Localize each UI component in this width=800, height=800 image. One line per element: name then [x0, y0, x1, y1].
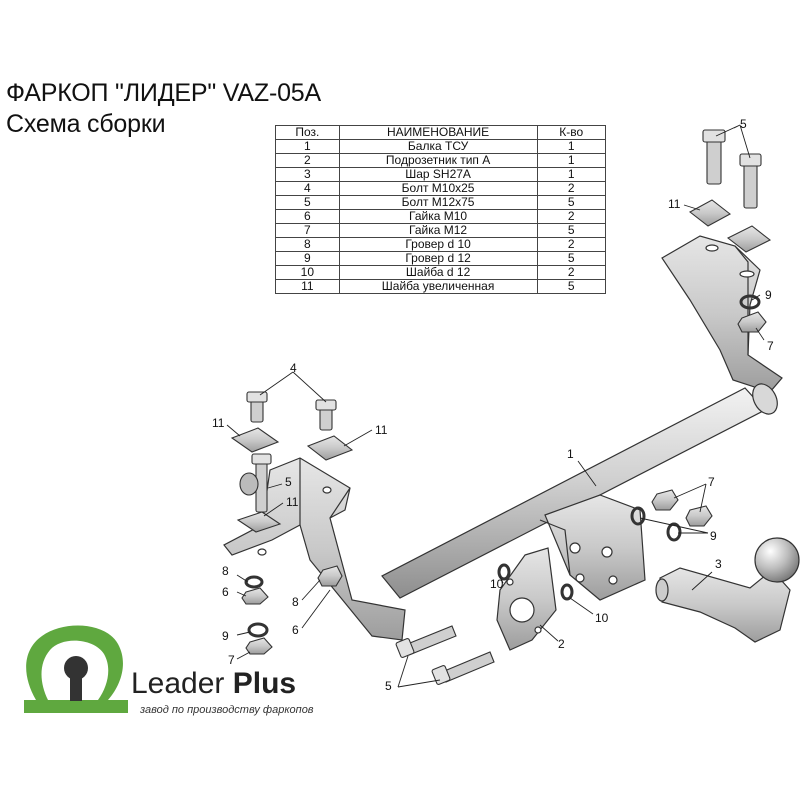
- callout-label: 9: [222, 629, 229, 643]
- callout-label: 6: [222, 585, 229, 599]
- leader-lines: [226, 124, 765, 688]
- leader-plus-logo-icon: [24, 625, 128, 713]
- callout-label: 9: [765, 288, 772, 302]
- cell-name: Гайка М10: [338, 209, 538, 224]
- page-title: ФАРКОП "ЛИДЕР" VAZ-05A: [6, 79, 321, 107]
- callout-label: 9: [710, 529, 717, 543]
- header-position: Поз.: [275, 125, 340, 140]
- callout-label: 11: [286, 495, 299, 509]
- nuts-and-lock-washers: [239, 294, 767, 655]
- callout-label: 5: [285, 475, 292, 489]
- cell-name: Подрозетник тип А: [338, 153, 538, 168]
- callout-label: 7: [228, 653, 235, 667]
- callout-label: 8: [292, 595, 299, 609]
- callout-label: 10: [490, 577, 504, 591]
- ball-mount-plate: [539, 494, 646, 601]
- parts-table-header: Поз. НАИМЕНОВАНИЕ К-во: [275, 125, 607, 140]
- callout-label: 4: [290, 361, 297, 375]
- cell-quantity: 5: [536, 279, 607, 294]
- right-bracket: [661, 235, 783, 393]
- brand-tagline: завод по производству фаркопов: [140, 704, 314, 716]
- callout-label: 10: [595, 611, 609, 625]
- cell-name: Шайба увеличенная: [338, 279, 538, 294]
- callout-label: 6: [292, 623, 299, 637]
- large-washers: [230, 199, 772, 533]
- callout-label: 11: [375, 423, 388, 437]
- cell-position: 11: [275, 279, 340, 294]
- tow-ball: [655, 537, 800, 643]
- brand-name: Leader Plus: [131, 667, 297, 700]
- callout-label: 3: [715, 557, 722, 571]
- callout-label: 11: [668, 197, 681, 211]
- callout-label: 5: [385, 679, 392, 693]
- callout-label: 11: [212, 416, 225, 430]
- cell-name: Гровер d 12: [338, 251, 538, 266]
- callout-label: 7: [708, 475, 715, 489]
- bolts: [246, 129, 762, 685]
- callout-label: 7: [767, 339, 774, 353]
- tow-beam: [381, 383, 778, 599]
- callout-label: 5: [740, 117, 747, 131]
- callout-label: 8: [222, 564, 229, 578]
- callout-label: 2: [558, 637, 565, 651]
- page-subtitle: Схема сборки: [6, 110, 166, 138]
- callout-label: 1: [567, 447, 574, 461]
- cell-name: Болт М12х75: [338, 195, 538, 210]
- socket-plate: [496, 547, 557, 651]
